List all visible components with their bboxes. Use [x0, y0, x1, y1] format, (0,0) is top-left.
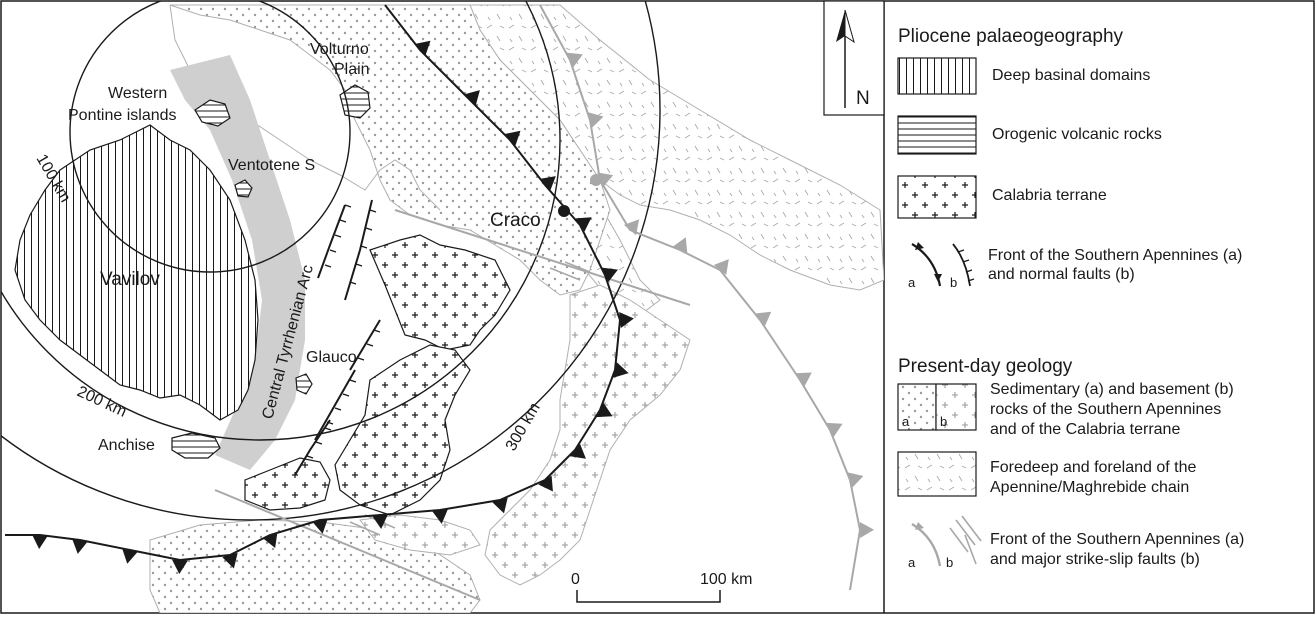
scale-zero: 0	[571, 571, 580, 588]
calabria-terrane-south	[244, 457, 331, 511]
craco-grey-point	[590, 174, 602, 186]
legend-front-line2: and normal faults (b)	[988, 266, 1135, 283]
legend-pfront-line2: and major strike-slip faults (b)	[990, 551, 1200, 568]
legend: Pliocene palaeogeography Deep basinal do…	[897, 26, 1244, 570]
legend-calabria-swatch	[897, 175, 977, 219]
map-area: Volturno Plain Western Pontine islands V…	[1, 1, 884, 613]
north-arrow: N	[823, 0, 885, 116]
legend-deep-basinal-label: Deep basinal domains	[992, 67, 1150, 84]
label-craco: Craco	[490, 210, 541, 231]
pliocene-front-black	[5, 4, 634, 574]
legend-sed-a: a	[902, 414, 910, 429]
legend-sed-line2: rocks of the Southern Apennines	[990, 401, 1221, 418]
legend-front-b: b	[950, 275, 957, 290]
label-glauco: Glauco	[306, 349, 357, 366]
label-anchise: Anchise	[98, 437, 155, 454]
scale-end: 100 km	[700, 571, 752, 588]
legend-pfront-line1: Front of the Southern Apennines (a)	[990, 531, 1244, 548]
legend-front-symbol: a b	[908, 242, 975, 290]
label-200km: 200 km	[74, 383, 129, 421]
legend-volcanic-swatch	[897, 115, 977, 155]
legend-front-a: a	[908, 275, 916, 290]
legend-sed-line1: Sedimentary (a) and basement (b)	[990, 381, 1234, 398]
volcanic-glauco	[295, 373, 313, 395]
scale-bar: 0 100 km	[571, 571, 752, 603]
legend-sedimentary-swatch: a b	[897, 383, 977, 431]
label-vavilov: Vavilov	[100, 269, 160, 290]
north-label: N	[856, 88, 870, 109]
label-ventotene: Ventotene S	[228, 157, 315, 174]
label-volturno-2: Plain	[334, 61, 370, 78]
legend-present-front-symbol: a b	[908, 515, 982, 570]
label-volturno-1: Volturno	[310, 41, 369, 58]
legend-volcanic-label: Orogenic volcanic rocks	[992, 126, 1162, 143]
legend-pfront-a: a	[908, 555, 916, 570]
craco-point	[558, 205, 570, 217]
normal-fault-ticks	[306, 204, 381, 459]
legend-pfront-b: b	[946, 555, 953, 570]
normal-faults	[294, 199, 381, 476]
legend-calabria-label: Calabria terrane	[992, 187, 1107, 204]
legend-sed-line3: and of the Calabria terrane	[990, 421, 1180, 438]
legend-front-line1: Front of the Southern Apennines (a)	[988, 247, 1242, 264]
legend-foredeep-line2: Apennine/Maghrebide chain	[990, 479, 1189, 496]
legend-pliocene-title: Pliocene palaeogeography	[898, 26, 1124, 47]
legend-deep-basinal-swatch	[897, 57, 977, 95]
legend-foredeep-swatch	[897, 451, 977, 497]
legend-foredeep-line1: Foredeep and foreland of the	[990, 459, 1196, 476]
legend-present-title: Present-day geology	[898, 356, 1073, 377]
label-pontine-2: Pontine islands	[68, 107, 177, 124]
label-pontine-1: Western	[108, 85, 167, 102]
legend-sed-b: b	[940, 414, 947, 429]
